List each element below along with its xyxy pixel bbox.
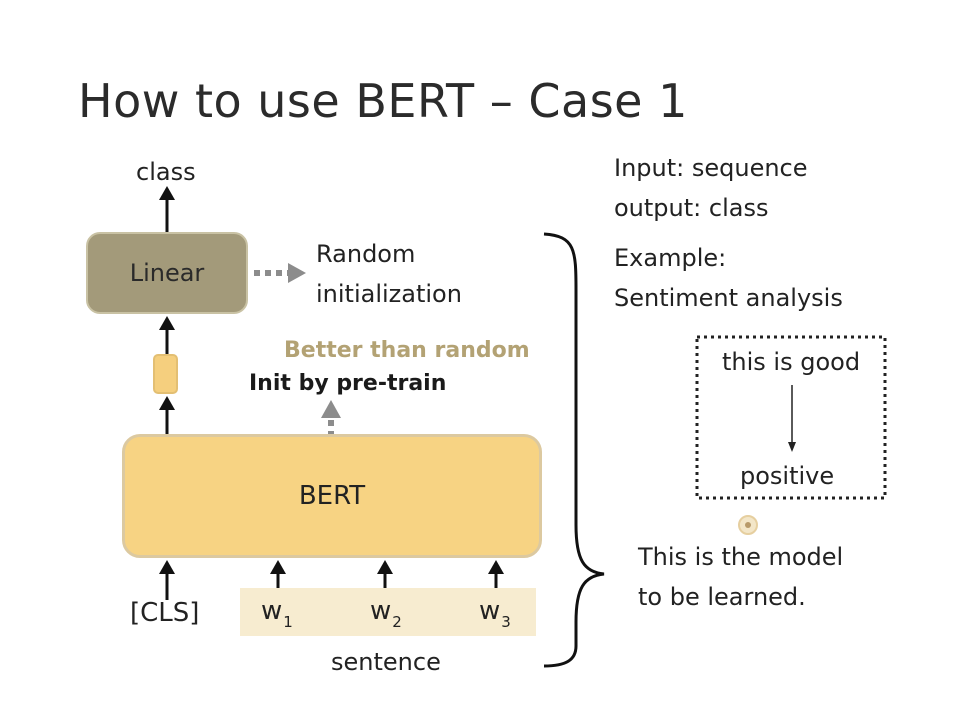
sentence-label: sentence	[331, 648, 441, 676]
arrowhead-w1-input	[270, 560, 286, 574]
linear-label: Linear	[129, 259, 205, 287]
cls-token: [CLS]	[130, 598, 200, 628]
example-box-border	[695, 335, 887, 500]
random-init-line1: Random	[316, 240, 416, 268]
arrowhead-cls-input	[159, 560, 175, 574]
token-w3-sub: 3	[501, 613, 511, 631]
example-arrowhead	[788, 442, 796, 452]
output-line: output: class	[614, 194, 769, 222]
example-input-text: this is good	[722, 348, 861, 376]
model-note-line2: to be learned.	[638, 583, 806, 611]
class-label: class	[136, 158, 196, 186]
random-init-line2: initialization	[316, 280, 462, 308]
arrowhead-class	[159, 186, 175, 200]
token-w2-base: w	[370, 596, 392, 626]
bert-model-box: BERT	[122, 434, 542, 558]
example-heading: Example:	[614, 244, 727, 272]
dotted-arrowhead-pretrain	[321, 400, 341, 418]
model-brace	[543, 232, 605, 668]
bert-label: BERT	[298, 481, 366, 511]
laser-pointer-center	[745, 522, 751, 528]
init-by-pretrain-label: Init by pre-train	[249, 371, 447, 396]
cls-output-vector	[153, 354, 178, 394]
token-w3-base: w	[479, 596, 501, 626]
example-output-text: positive	[740, 462, 835, 490]
arrowhead-vector	[159, 396, 175, 410]
arrowhead-w2-input	[377, 560, 393, 574]
token-w2: w2	[370, 596, 402, 631]
token-w3: w3	[479, 596, 511, 631]
linear-layer-box: Linear	[86, 232, 248, 314]
token-w2-sub: 2	[392, 613, 402, 631]
example-task: Sentiment analysis	[614, 284, 843, 312]
token-w1: w1	[261, 596, 293, 631]
slide-title: How to use BERT – Case 1	[78, 74, 688, 128]
input-line: Input: sequence	[614, 154, 808, 182]
token-w1-sub: 1	[283, 613, 293, 631]
arrowhead-linear	[159, 316, 175, 330]
dotted-arrowhead-random-init	[288, 263, 306, 283]
model-note-line1: This is the model	[638, 543, 844, 571]
sentence-background	[240, 588, 536, 636]
token-w1-base: w	[261, 596, 283, 626]
better-than-random-label: Better than random	[284, 338, 530, 363]
arrowhead-w3-input	[488, 560, 504, 574]
